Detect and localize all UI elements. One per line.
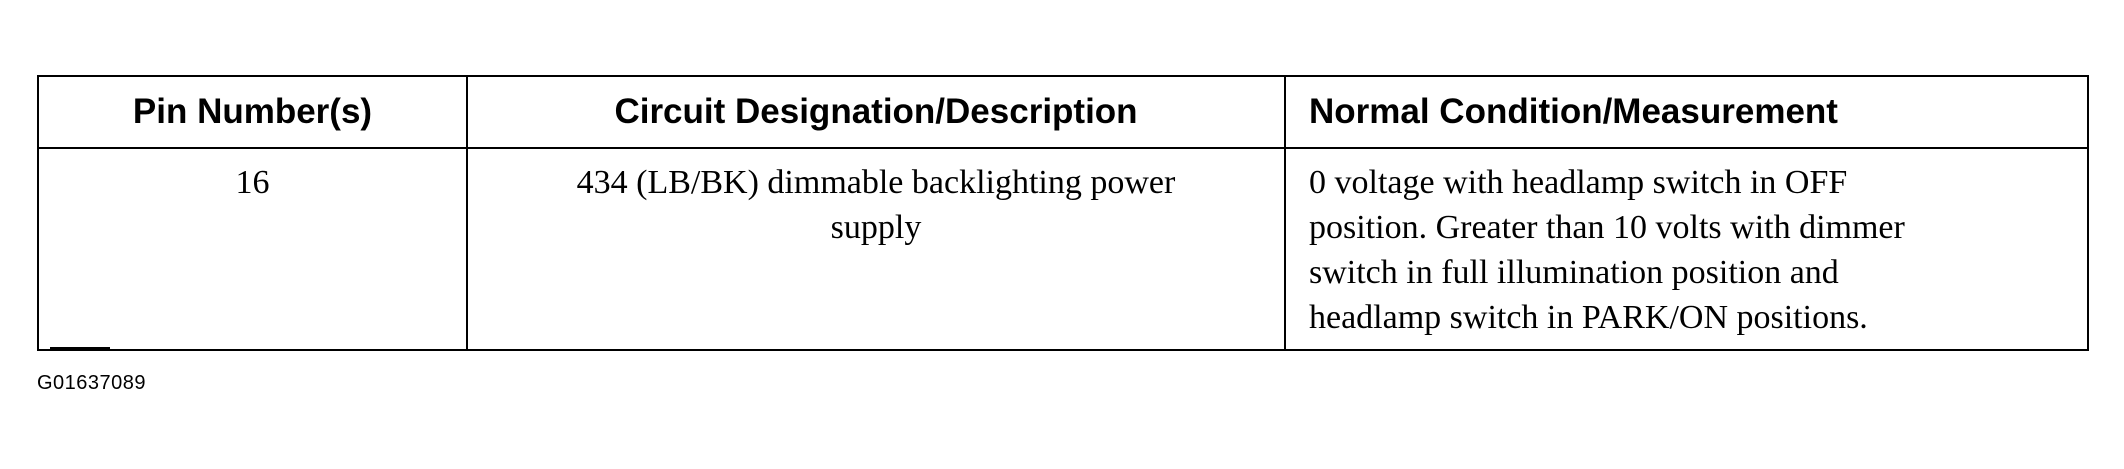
header-circuit-description: Circuit Designation/Description xyxy=(614,92,1138,131)
condition-line: position. Greater than 10 volts with dim… xyxy=(1309,209,1905,246)
header-pin-number: Pin Number(s) xyxy=(132,92,373,131)
circuit-line: supply xyxy=(830,209,922,246)
row-pin-number: 16 xyxy=(235,164,270,201)
row-circuit-description: 434 (LB/BK) dimmable backlighting power … xyxy=(468,160,1284,250)
pin-table: Pin Number(s) Circuit Designation/Descri… xyxy=(37,75,2089,351)
condition-line: 0 voltage with headlamp switch in OFF xyxy=(1309,164,1848,201)
row-normal-condition: 0 voltage with headlamp switch in OFF po… xyxy=(1309,160,2084,340)
column-divider xyxy=(1284,77,1286,349)
circuit-line: 434 (LB/BK) dimmable backlighting power xyxy=(576,164,1176,201)
figure-id: G01637089 xyxy=(37,372,147,394)
header-divider xyxy=(39,147,2087,149)
column-divider xyxy=(466,77,468,349)
table-stub-mark xyxy=(50,347,110,349)
header-normal-condition: Normal Condition/Measurement xyxy=(1309,92,1838,131)
condition-line: switch in full illumination position and xyxy=(1309,254,1839,291)
condition-line: headlamp switch in PARK/ON positions. xyxy=(1309,299,1868,336)
